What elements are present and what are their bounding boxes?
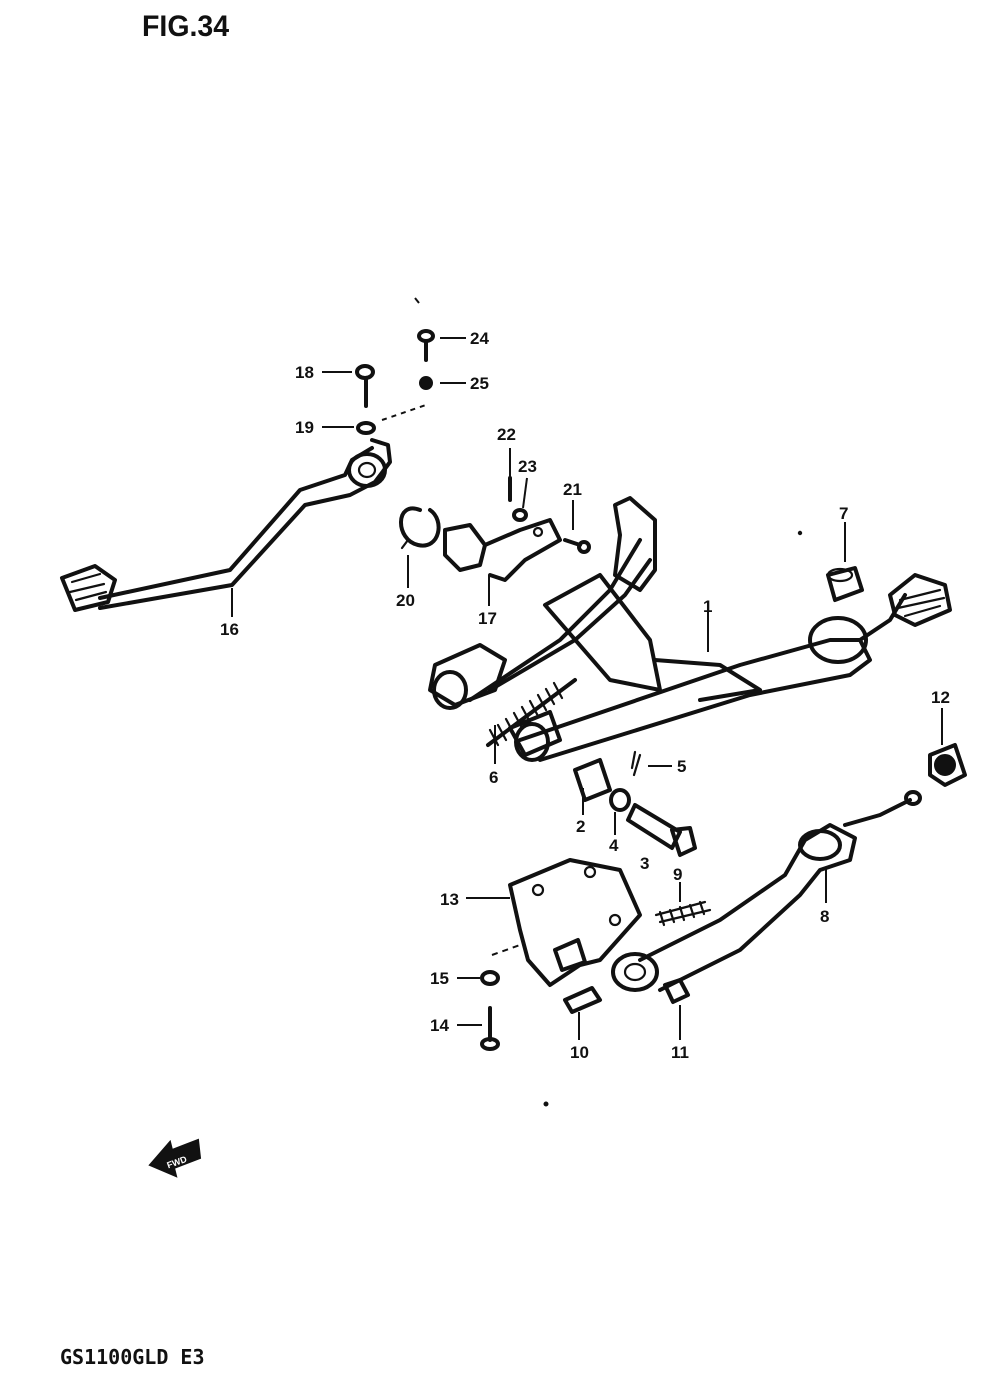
pivot-bolt-part [563,986,602,1014]
front-arrow-icon: FWD [148,1138,202,1178]
callout-6: 6 [489,768,498,787]
callout-2: 2 [576,817,585,836]
left-pedal-arm-part [60,438,392,612]
bolt-24-part [417,329,435,362]
washer-19-part [356,421,376,435]
brake-pedal-arm-part [611,790,922,992]
callout-11: 11 [671,1043,689,1062]
callout-10: 10 [570,1043,589,1062]
main-stand-frame-part [428,496,952,762]
callout-24: 24 [470,329,489,348]
stand-bracket-part [443,518,562,582]
bolt-18-part [355,364,375,408]
leader-lines [231,337,943,1040]
callout-3: 3 [640,854,649,873]
callout-19: 19 [295,418,314,437]
callout-1: 1 [703,597,712,616]
figure-title: FIG.34 [142,10,230,43]
washer-23-part [512,508,528,522]
callout-14: 14 [430,1016,449,1035]
washer-15-part [480,970,500,986]
callout-22: 22 [497,425,516,444]
bolt-21-part [563,538,591,554]
callout-8: 8 [820,907,829,926]
callout-23: 23 [518,457,537,476]
callout-17: 17 [478,609,497,628]
washer-part [609,788,631,812]
scan-speck-marks [414,297,803,1107]
callout-25: 25 [470,374,489,393]
bolt-14-part [480,1006,500,1051]
circlip-part [399,506,441,550]
stopper-rubber-part [826,566,864,602]
callout-labels: 24 25 18 19 22 23 21 20 17 16 7 1 6 12 5… [220,329,950,1062]
return-spring-part [654,900,712,927]
nut-part [663,978,690,1004]
callout-7: 7 [839,504,848,523]
callout-9: 9 [673,865,682,884]
callout-21: 21 [563,480,582,499]
callout-12: 12 [931,688,950,707]
stand-bolt-part [626,803,697,857]
cotter-pin-part [630,750,642,777]
callout-18: 18 [295,363,314,382]
stopper-part [928,743,967,787]
callout-15: 15 [430,969,449,988]
callout-13: 13 [440,890,459,909]
callout-4: 4 [609,836,619,855]
callout-5: 5 [677,757,686,776]
stand-shaft-part [573,758,612,802]
model-code: GS1100GLD E3 [60,1345,205,1369]
callout-20: 20 [396,591,415,610]
mounting-plate-part [508,858,642,987]
nut-25-part [419,376,433,390]
callout-16: 16 [220,620,239,639]
